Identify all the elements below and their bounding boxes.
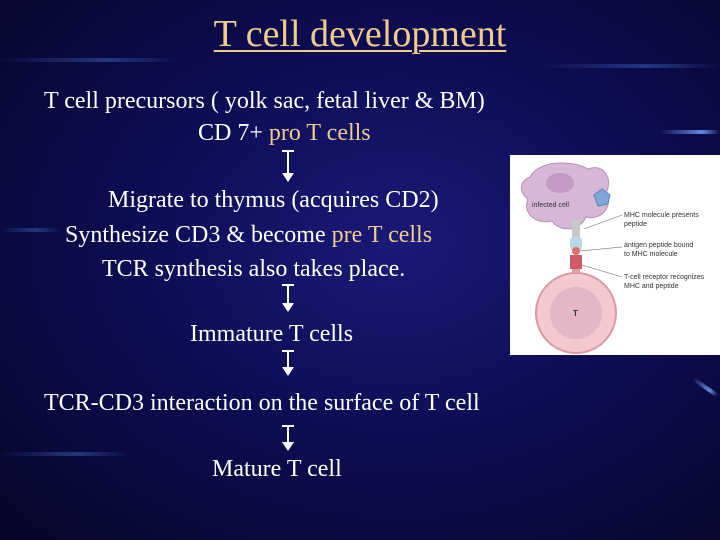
mhc-label: MHC molecule presents: [624, 212, 699, 219]
virus-shape: [593, 188, 611, 207]
synthesize-line: Synthesize CD3 & become pre T cells: [65, 222, 432, 249]
background-streak: [691, 376, 719, 398]
slide-title: T cell development: [213, 13, 507, 55]
nucleus-shape: [546, 173, 574, 193]
mhc-tcr-figure: infected cell T MHC molecule presents pe…: [510, 155, 720, 355]
mature-line: Mature T cell: [212, 456, 342, 482]
arrow-down-icon: [282, 284, 294, 312]
t-cell-nucleus-shape: [550, 287, 602, 339]
mhc-tcr-illustration: infected cell T MHC molecule presents pe…: [521, 162, 705, 354]
immature-line: Immature T cells: [190, 321, 354, 347]
background-streak: [540, 64, 720, 68]
pre-t-cells-text: pre T cells: [331, 222, 433, 248]
antigen-peptide-shape: [572, 247, 580, 255]
interaction-line: TCR-CD3 interaction on the surface of T …: [44, 390, 480, 416]
infected-cell-label: infected cell: [532, 202, 569, 209]
background-streak: [660, 130, 720, 134]
background-streak: [0, 58, 180, 62]
mhc-molecule-shape: [572, 219, 580, 239]
tcr-label: T-cell receptor recognizes: [624, 274, 705, 281]
pro-t-cells-line: CD 7+ pro T cells: [198, 120, 371, 147]
tcr-shape: [570, 255, 582, 269]
tcr-synthesis-line: TCR synthesis also takes place.: [102, 256, 406, 282]
precursors-line: T cell precursors ( yolk sac, fetal live…: [44, 88, 485, 114]
mhc-molecule-shape: [570, 237, 582, 251]
background-streak: [0, 228, 60, 232]
background-streak: [0, 452, 130, 456]
mhc-label-2: peptide: [624, 221, 647, 228]
infected-cell-shape: [521, 162, 610, 230]
arrow-down-icon: [282, 150, 294, 182]
pro-t-cells-text: pro T cells: [268, 120, 371, 146]
peptide-label: antigen peptide bound: [624, 242, 693, 249]
cd7-text: CD 7+: [198, 120, 269, 146]
arrow-down-icon: [282, 425, 294, 451]
t-cell-label: T: [573, 309, 578, 318]
synthesize-text: Synthesize CD3 & become: [65, 222, 332, 248]
peptide-label-2: to MHC molecule: [624, 251, 678, 258]
tcr-label-2: MHC and peptide: [624, 283, 679, 290]
migrate-line: Migrate to thymus (acquires CD2): [108, 187, 439, 213]
arrow-down-icon: [282, 350, 294, 376]
